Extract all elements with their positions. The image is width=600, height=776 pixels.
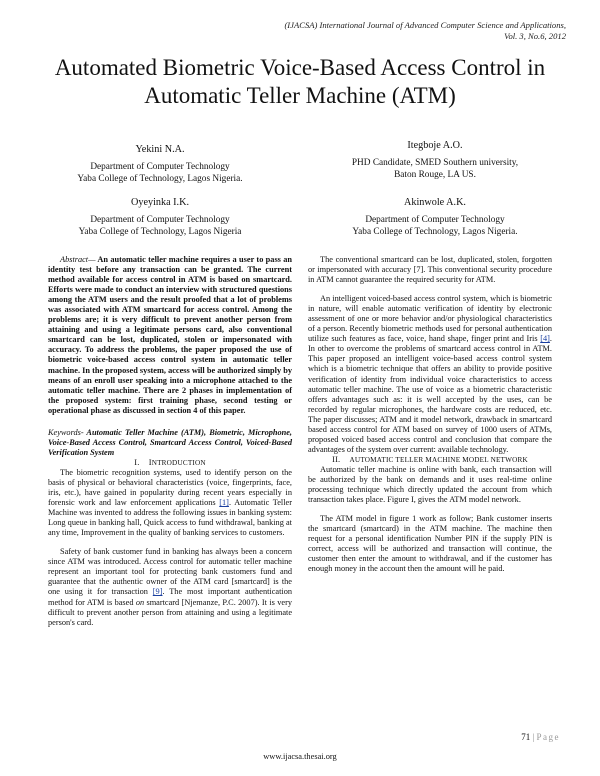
author-name: Yekini N.A. xyxy=(135,144,185,155)
section-title-rest: ntroduction xyxy=(151,458,206,467)
author-block-3: Oyeyinka I.K. Department of Computer Tec… xyxy=(60,197,260,239)
paragraph-text: smartcard [Njemanze, P.C. 2007). It is v… xyxy=(48,597,292,627)
section-number: I. xyxy=(134,457,140,467)
abstract-text: An automatic teller machine requires a u… xyxy=(48,255,292,415)
author-affiliation: Department of Computer Technology xyxy=(90,214,230,225)
paragraph-text: Safety of bank customer fund in banking … xyxy=(48,547,292,597)
paragraph: An intelligent voiced-based access contr… xyxy=(308,294,552,455)
author-affiliation: Yaba College of Technology, Lagos Nigeri… xyxy=(352,227,518,238)
paragraph: The ATM model in figure 1 work as follow… xyxy=(308,514,552,574)
author-affiliation: PHD Candidate, SMED Southern university, xyxy=(351,157,519,168)
section-number: II. xyxy=(332,454,341,464)
author-name: Akinwole A.K. xyxy=(404,197,466,208)
keywords: Keywords- Automatic Teller Machine (ATM)… xyxy=(48,428,292,458)
author-affiliation: Baton Rouge, LA US. xyxy=(394,170,476,181)
journal-header: (IJACSA) International Journal of Advanc… xyxy=(146,20,566,42)
page-separator: | xyxy=(532,732,535,742)
paragraph-text: . In other to overcome the problems of s… xyxy=(308,334,552,454)
citation-link[interactable]: [4] xyxy=(540,334,550,344)
keywords-label: Keywords- xyxy=(48,427,84,437)
journal-header-line1: (IJACSA) International Journal of Advanc… xyxy=(284,20,566,30)
citation-link[interactable]: [1] xyxy=(219,498,229,508)
paragraph-text: . Automatic Teller Machine was invented … xyxy=(48,498,292,538)
paragraph-text: . The most important authentication meth… xyxy=(48,587,293,607)
footer-url: www.ijacsa.thesai.org xyxy=(263,752,337,761)
journal-header-line2: Vol. 3, No.6, 2012 xyxy=(504,31,566,41)
author-affiliation: Department of Computer Technology xyxy=(90,161,230,172)
author-block-1: Yekini N.A. Department of Computer Techn… xyxy=(60,144,260,186)
section-heading-introduction: I. Introduction xyxy=(48,458,292,468)
right-column: The conventional smartcard can be lost, … xyxy=(308,255,552,574)
author-name: Itegboje A.O. xyxy=(407,140,463,151)
paragraph: The biometric recognition systems, used … xyxy=(48,468,292,538)
page-word: Page xyxy=(536,732,560,742)
author-affiliation: Yaba College of Technology, Lagos Nigeri… xyxy=(78,227,242,238)
author-affiliation: Department of Computer Technology xyxy=(365,214,505,225)
author-block-2: Itegboje A.O. PHD Candidate, SMED Southe… xyxy=(320,140,550,182)
citation-link[interactable]: [9] xyxy=(152,587,163,597)
left-column: Abstract— An automatic teller machine re… xyxy=(48,255,292,628)
author-name: Oyeyinka I.K. xyxy=(131,197,189,208)
abstract-label: Abstract— xyxy=(60,255,96,264)
paper-title: Automated Biometric Voice-Based Access C… xyxy=(54,55,546,108)
emphasis: on xyxy=(135,597,145,607)
paragraph-text: The biometric recognition systems, used … xyxy=(48,467,292,508)
abstract: Abstract— An automatic teller machine re… xyxy=(48,255,292,416)
page-number-value: 71 xyxy=(521,732,531,742)
keywords-text: Automatic Teller Machine (ATM), Biometri… xyxy=(48,427,292,457)
section-title-initial: I xyxy=(148,457,152,467)
section-heading-atm-model: II. Automatic Teller Machine Model Netwo… xyxy=(308,455,552,465)
author-block-4: Akinwole A.K. Department of Computer Tec… xyxy=(310,197,560,239)
section-title: Automatic Teller Machine Model Network xyxy=(349,455,528,464)
page-number: 71 | Page xyxy=(521,732,560,742)
paragraph: Automatic teller machine is online with … xyxy=(308,464,552,505)
paragraph: Safety of bank customer fund in banking … xyxy=(48,547,292,627)
paragraph-text: An intelligent voiced-based access contr… xyxy=(308,294,552,344)
paragraph: The conventional smartcard can be lost, … xyxy=(308,255,552,285)
author-affiliation: Yaba College of Technology, Lagos Nigeri… xyxy=(77,174,243,185)
